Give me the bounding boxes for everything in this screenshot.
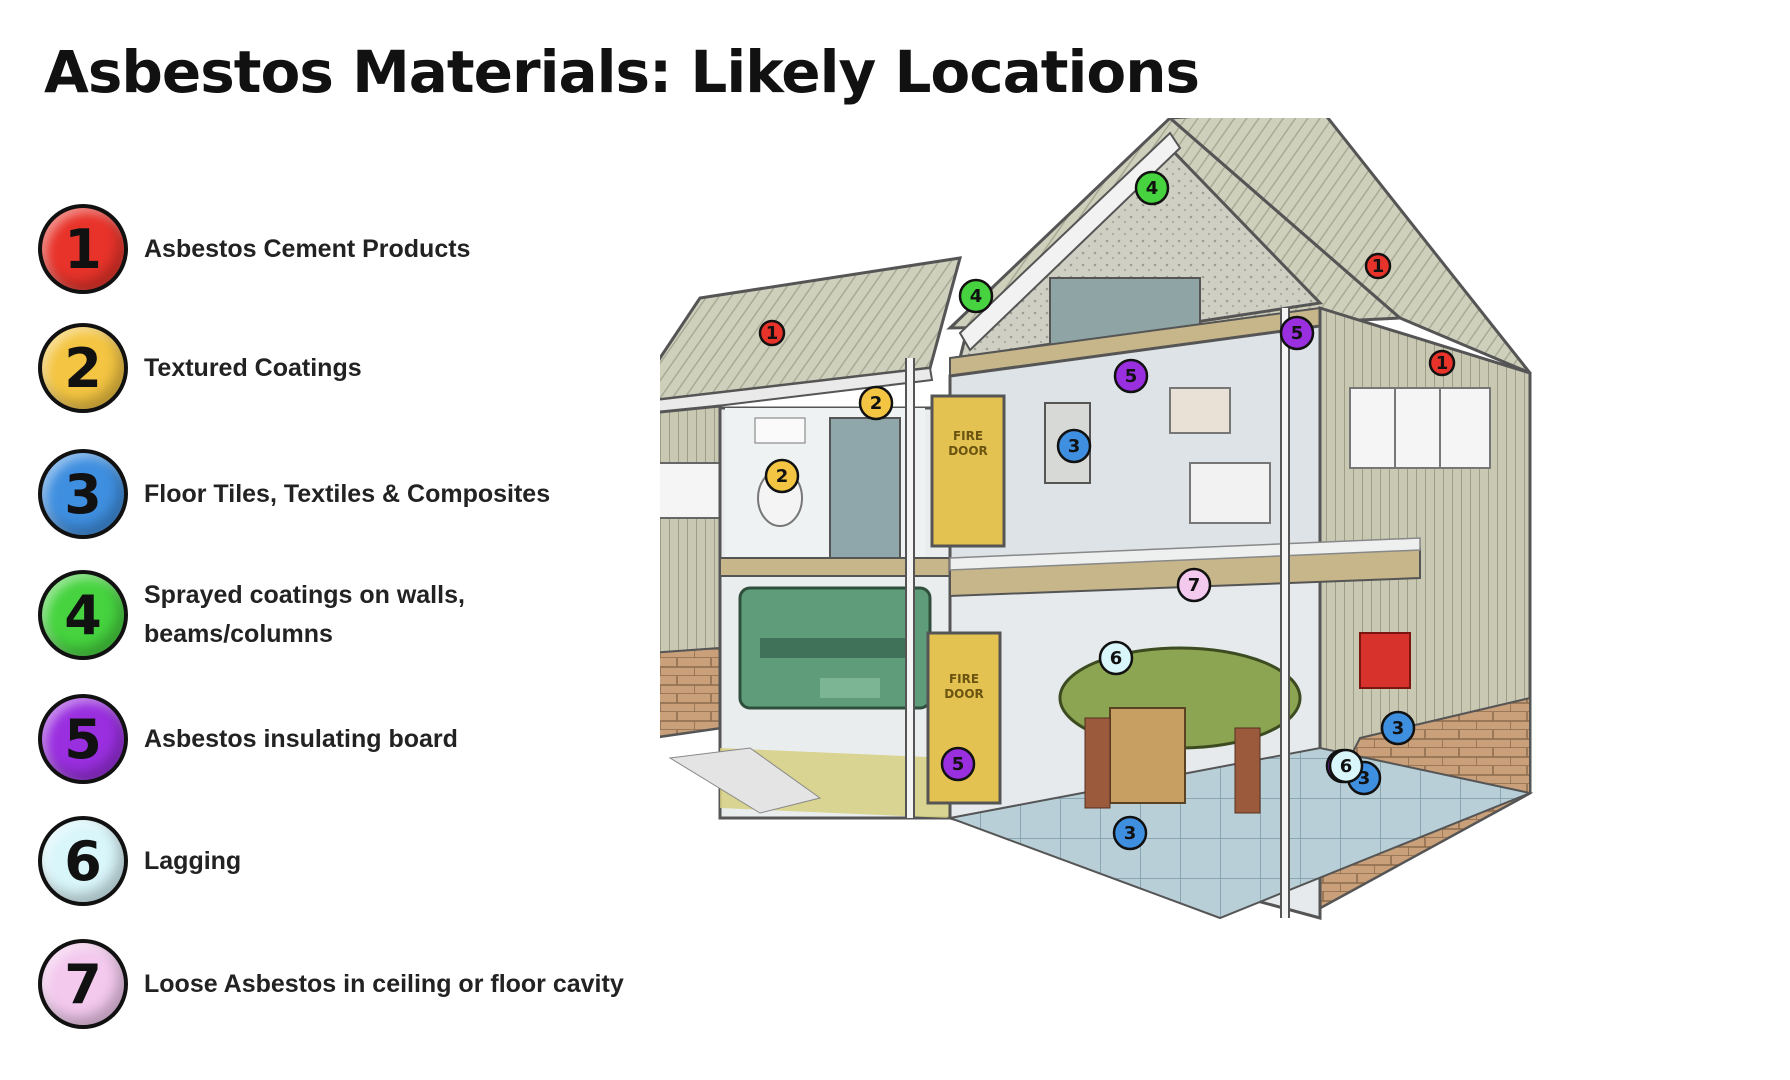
svg-text:1: 1 [1436,353,1449,374]
legend-label-4: Sprayed coatings on walls, beams/columns [144,581,465,648]
location-marker-6: 6 [1328,748,1364,784]
house-cutaway-illustration: FIRE DOOR FIRE DOOR 111223333445555667 [660,118,1534,920]
location-marker-1: 1 [1364,252,1392,280]
location-marker-1: 1 [758,319,786,347]
location-marker-3: 3 [1112,815,1148,851]
legend-badge-4: 4 [38,570,128,660]
svg-text:4: 4 [1146,178,1159,199]
frame-lines [906,308,1289,918]
legend-item-6: 6 Lagging [38,810,704,912]
legend-label-6: Lagging [144,846,242,875]
interior: FIRE DOOR FIRE DOOR [926,324,1534,920]
svg-text:1: 1 [1372,256,1385,277]
legend-badge-3: 3 [38,449,128,539]
location-marker-4: 4 [1134,170,1170,206]
svg-text:7: 7 [1188,575,1201,596]
legend-item-5: 5 Asbestos insulating board [38,688,704,790]
location-marker-1: 1 [1428,349,1456,377]
location-marker-3: 3 [1380,710,1416,746]
left-roof [660,256,963,414]
legend-item-4: 4 Sprayed coatings on walls, beams/colum… [38,564,524,666]
upper-door-sign-line-2: DOOR [948,444,988,458]
svg-text:3: 3 [1392,718,1405,739]
svg-text:5: 5 [1125,366,1138,387]
legend-label-3: Floor Tiles, Textiles & Composites [144,479,551,508]
svg-text:2: 2 [870,393,883,414]
location-markers: 111223333445555667 [758,170,1456,851]
legend-label-7: Loose Asbestos in ceiling or floor cavit… [144,969,624,998]
page-title: Asbestos Materials: Likely Locations [44,38,1200,106]
svg-text:5: 5 [1291,323,1304,344]
legend-item-1: 1 Asbestos Cement Products [38,198,704,300]
location-marker-6: 6 [1098,640,1134,676]
location-marker-2: 2 [764,458,800,494]
svg-text:4: 4 [970,286,983,307]
location-marker-5: 5 [1113,358,1149,394]
lower-door-sign-line-1: FIRE [949,672,979,686]
svg-text:1: 1 [766,323,779,344]
legend-item-3: 3 Floor Tiles, Textiles & Composites [38,443,704,545]
location-marker-5: 5 [940,746,976,782]
legend-badge-6: 6 [38,816,128,906]
lower-door-sign-line-2: DOOR [944,687,984,701]
location-marker-2: 2 [858,385,894,421]
location-marker-7: 7 [1176,567,1212,603]
location-marker-5: 5 [1279,315,1315,351]
legend-badge-2: 2 [38,323,128,413]
legend-label-5: Asbestos insulating board [144,724,458,753]
svg-text:6: 6 [1110,648,1123,669]
svg-text:5: 5 [952,754,965,775]
main-gable [946,118,1532,378]
svg-text:3: 3 [1068,436,1081,457]
svg-text:3: 3 [1124,823,1137,844]
legend-badge-1: 1 [38,204,128,294]
legend-label-1: Asbestos Cement Products [144,234,471,263]
legend-label-2: Textured Coatings [144,353,362,382]
legend-badge-7: 7 [38,939,128,1029]
location-marker-4: 4 [958,278,994,314]
location-marker-3: 3 [1056,428,1092,464]
svg-text:6: 6 [1340,756,1353,777]
frame-outline [905,308,1290,918]
legend-item-7: 7 Loose Asbestos in ceiling or floor cav… [38,933,704,1035]
legend-badge-5: 5 [38,694,128,784]
legend-item-2: 2 Textured Coatings [38,317,704,419]
upper-door-sign-line-1: FIRE [953,429,983,443]
svg-text:2: 2 [776,466,789,487]
